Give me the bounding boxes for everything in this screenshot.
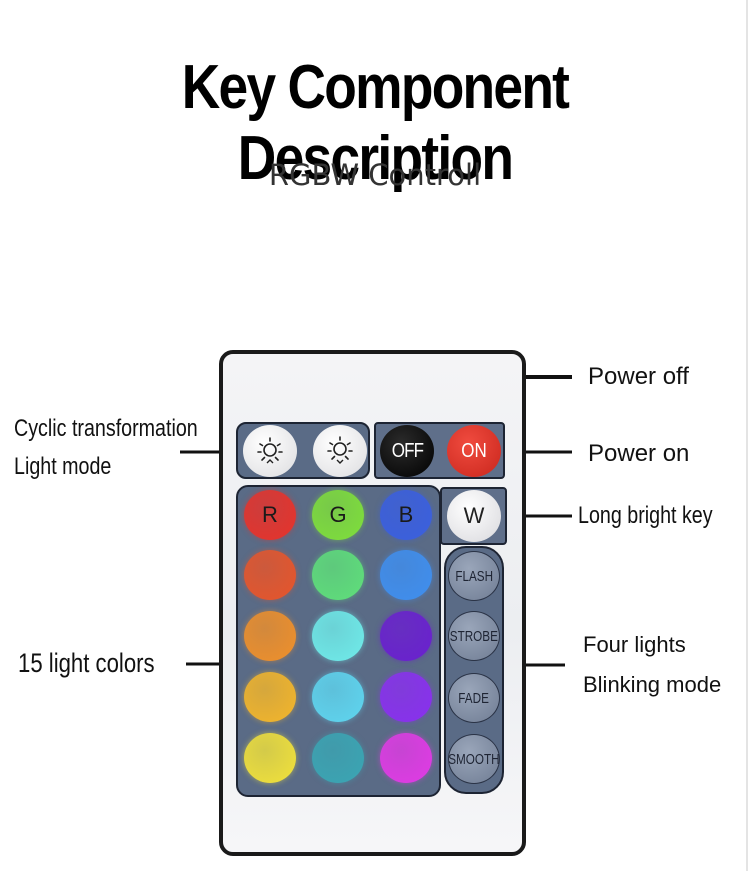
color-key-10[interactable] <box>244 672 296 722</box>
light-mode-down-key[interactable] <box>313 425 367 477</box>
power-off-key[interactable]: OFF <box>380 425 434 477</box>
color-key-8[interactable] <box>312 611 364 661</box>
color-key-7[interactable] <box>244 611 296 661</box>
fade-key-label: FADE <box>458 689 490 707</box>
power-on-key-label: ON <box>461 439 487 462</box>
blink-label-line2: Blinking mode <box>583 672 722 697</box>
color-key-14[interactable] <box>312 733 364 783</box>
white-key-label: W <box>463 503 485 528</box>
cyclic-label-line1: Cyclic transformation <box>14 415 198 442</box>
color-key-3[interactable]: B <box>380 490 432 540</box>
white-key[interactable]: W <box>447 490 501 542</box>
blink-label-line1: Four lights <box>583 632 686 657</box>
color-key-label: B <box>398 502 414 527</box>
sun-up-icon <box>257 437 283 464</box>
color-key-4[interactable] <box>244 550 296 600</box>
strobe-key[interactable]: STROBE <box>448 611 500 661</box>
color-key-1[interactable]: R <box>244 490 296 540</box>
color-key-13[interactable] <box>244 733 296 783</box>
color-key-label: R <box>262 502 278 527</box>
long-bright-label: Long bright key <box>578 502 713 529</box>
flash-key-label: FLASH <box>455 567 493 585</box>
power-off-label: Power off <box>588 363 689 390</box>
color-key-15[interactable] <box>380 733 432 783</box>
power-on-key[interactable]: ON <box>447 425 501 477</box>
power-off-key-label: OFF <box>391 439 423 462</box>
color-key-2[interactable]: G <box>312 490 364 540</box>
light-colors-label: 15 light colors <box>18 648 155 678</box>
sun-down-icon <box>327 436 353 464</box>
page-edge <box>746 0 748 871</box>
color-key-11[interactable] <box>312 672 364 722</box>
color-key-6[interactable] <box>380 550 432 600</box>
page-subtitle: RGBW Controll <box>268 158 482 192</box>
smooth-key[interactable]: SMOOTH <box>448 734 500 784</box>
strobe-key-label: STROBE <box>449 627 499 645</box>
light-mode-up-key[interactable] <box>243 425 297 477</box>
cyclic-label-line2: Light mode <box>14 453 112 480</box>
power-on-label: Power on <box>588 440 690 467</box>
page-title: Key Component Description <box>181 53 570 193</box>
color-key-9[interactable] <box>380 611 432 661</box>
color-key-12[interactable] <box>380 672 432 722</box>
flash-key[interactable]: FLASH <box>448 551 500 601</box>
color-key-label: G <box>329 502 347 527</box>
color-key-5[interactable] <box>312 550 364 600</box>
smooth-key-label: SMOOTH <box>448 750 500 768</box>
fade-key[interactable]: FADE <box>448 673 500 723</box>
